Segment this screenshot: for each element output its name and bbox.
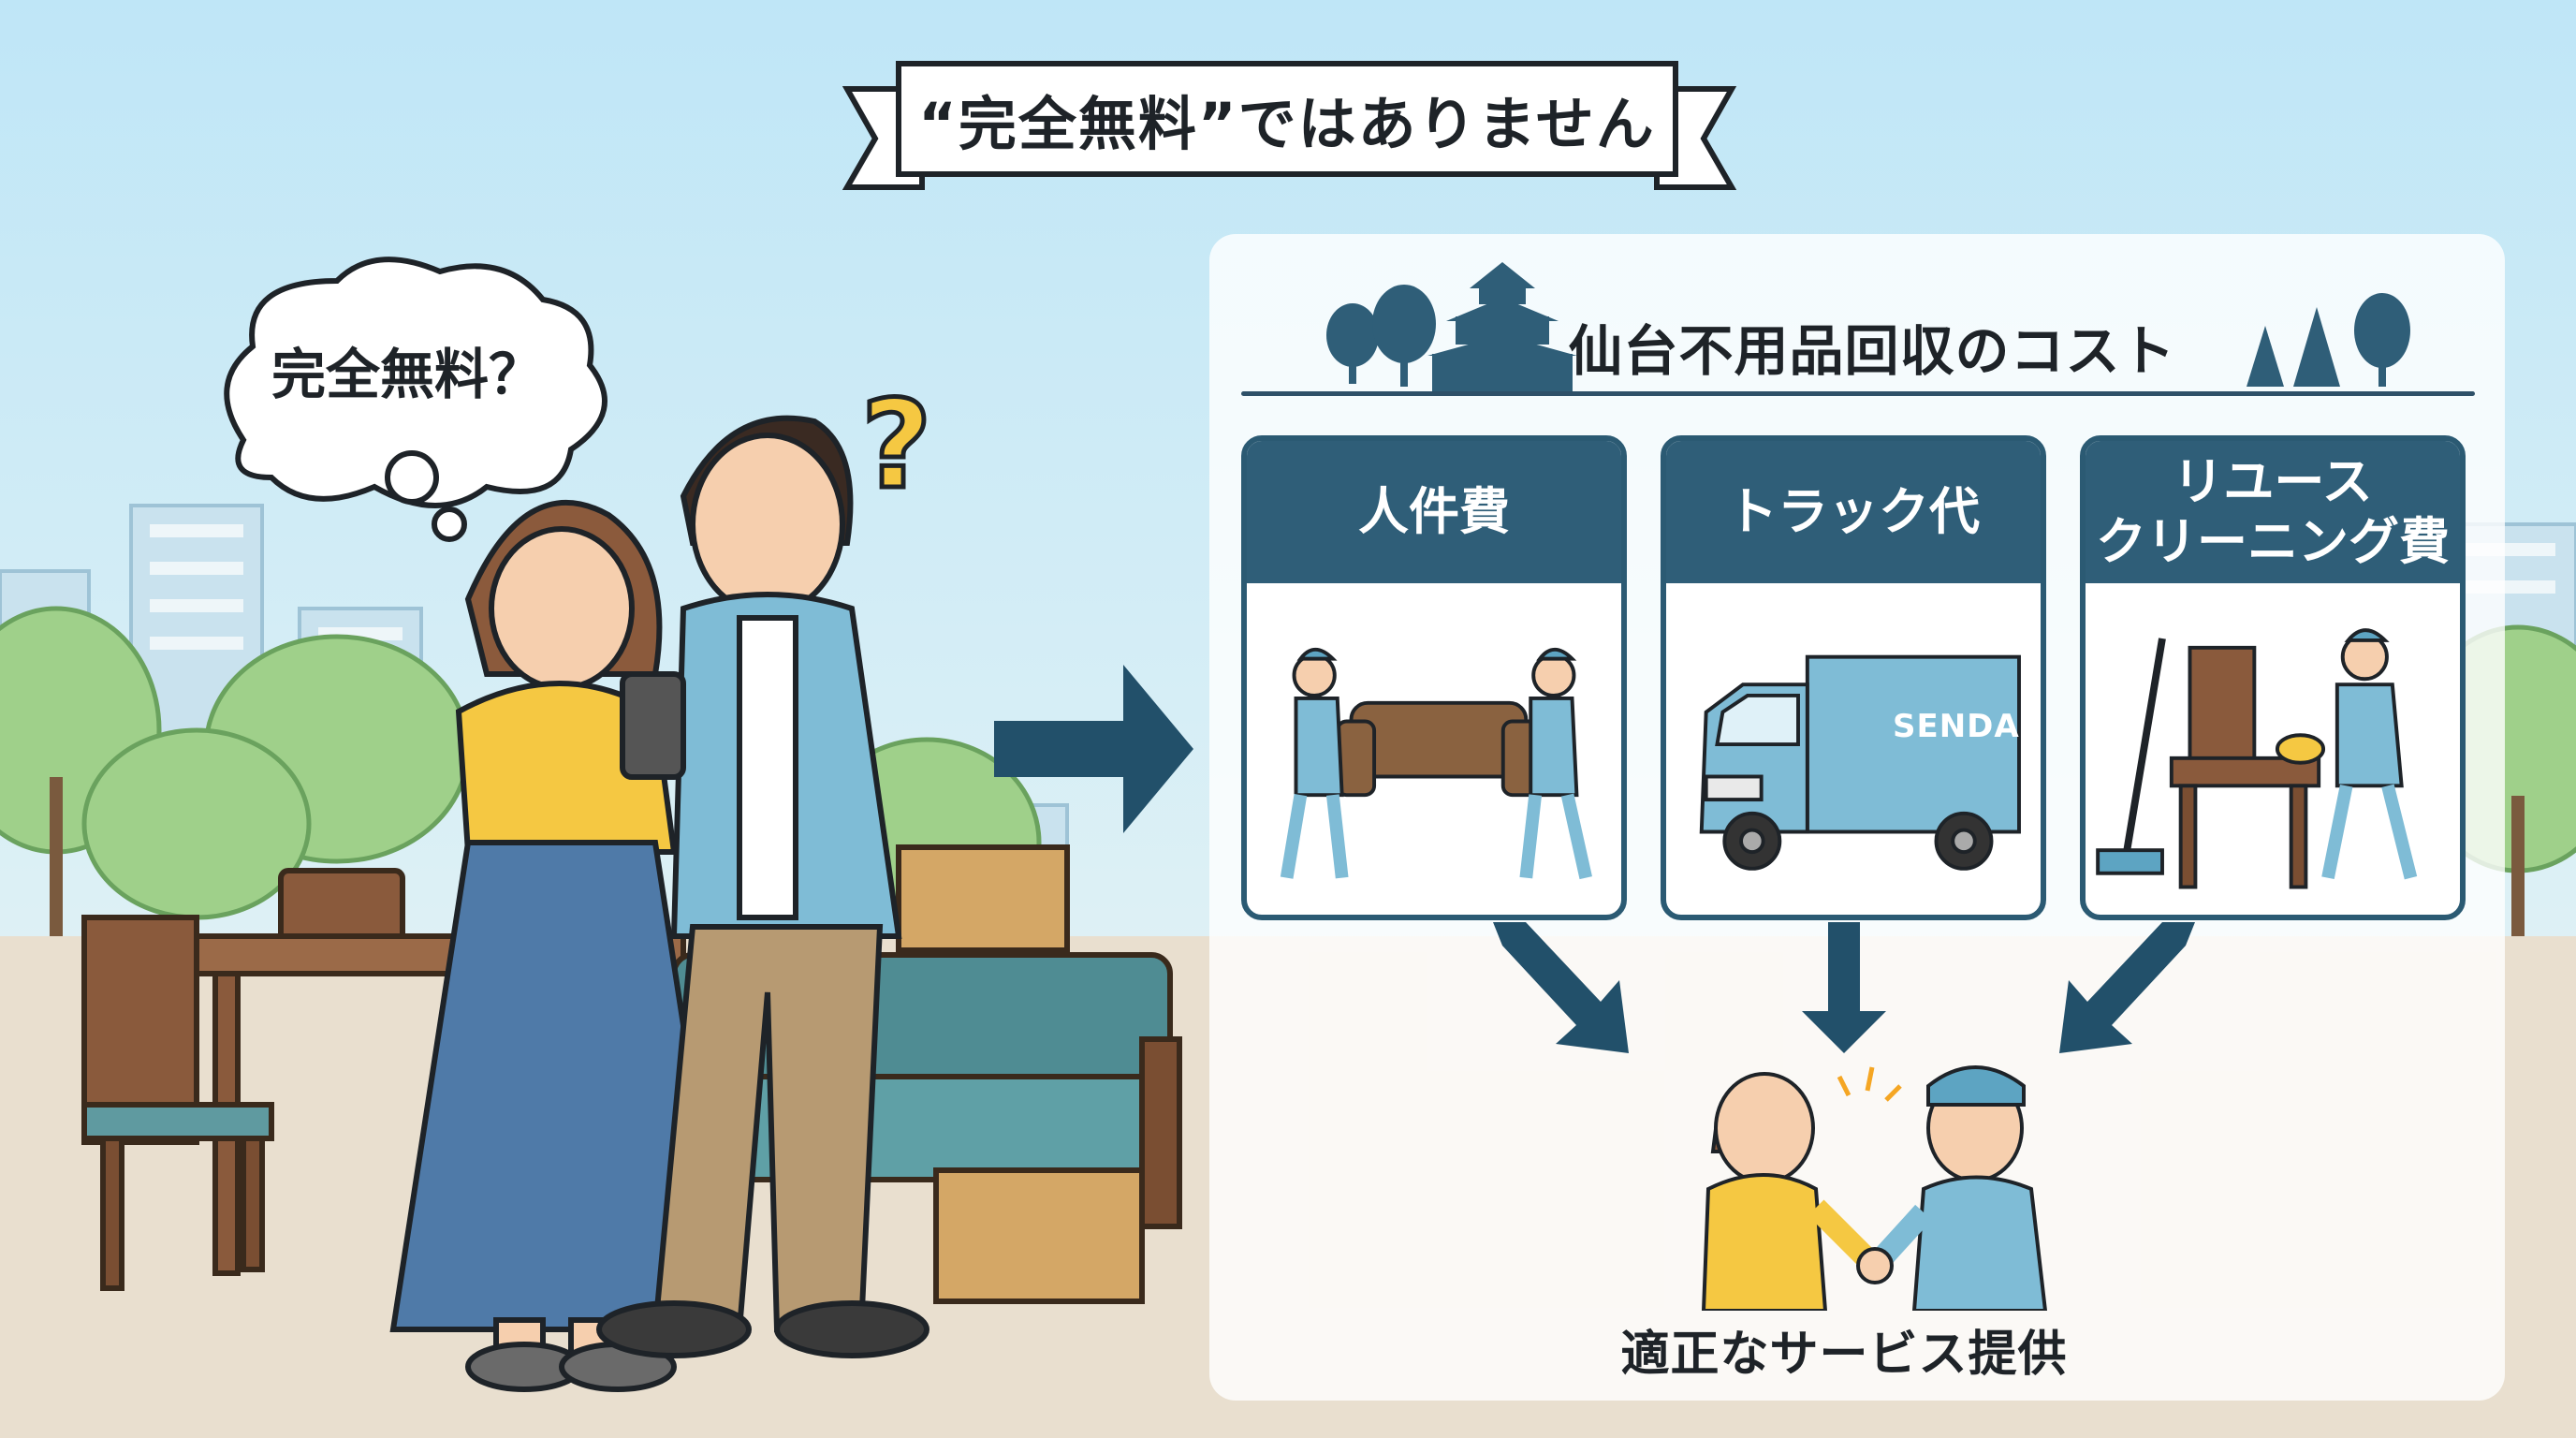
- card-label-truck: トラック代: [1666, 441, 2041, 583]
- question-mark: ?: [861, 374, 931, 516]
- title-ribbon: [842, 61, 1737, 190]
- result-caption: 適正なサービス提供: [1620, 1326, 2068, 1383]
- truck-illustration: [1666, 583, 2041, 915]
- card-label-cleaning: リユース クリーニング費: [2086, 441, 2460, 583]
- thought-bubble-text: 完全無料？: [271, 343, 543, 406]
- right-arrow: [994, 665, 1193, 833]
- panel-divider: [1241, 391, 2475, 396]
- truck-side-text: SENDAI: [1893, 708, 2033, 745]
- movers-carrying-sofa-illustration: [1247, 583, 1621, 915]
- cost-card-labor: 人件費: [1241, 435, 1627, 920]
- man-figure: [596, 415, 929, 1358]
- thought-bubble: [224, 257, 607, 542]
- handshake-illustration: [1701, 1065, 2048, 1311]
- panel-header-decoration: [1326, 262, 2410, 391]
- castle-icon: [1427, 262, 1577, 391]
- cost-card-cleaning: リユース クリーニング費: [2080, 435, 2466, 920]
- cost-card-truck: トラック代 SENDAI: [1661, 435, 2046, 920]
- arrows-to-result: [1493, 922, 2195, 1053]
- worker-cleaning-chair-illustration: [2086, 583, 2460, 915]
- banner-title: “完全無料”ではありません: [918, 90, 1656, 158]
- card-label-labor: 人件費: [1247, 441, 1621, 583]
- panel-title: 仙台不用品回収のコスト: [1568, 319, 2176, 383]
